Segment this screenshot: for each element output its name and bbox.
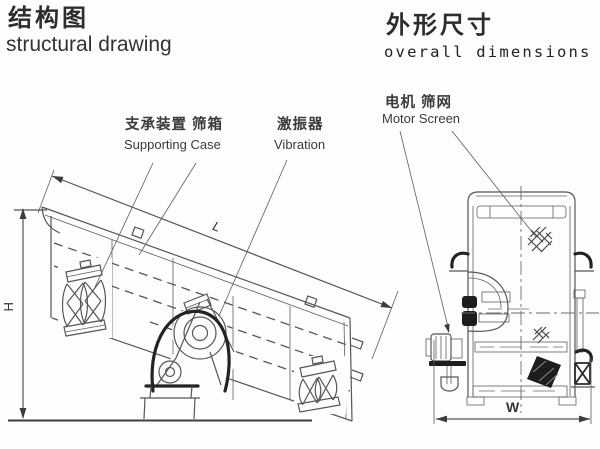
- structural-drawing-view: [8, 159, 399, 422]
- overall-dimensions-view: [399, 130, 599, 424]
- left-title-english: structural drawing: [6, 33, 172, 56]
- motor-front: [425, 333, 466, 392]
- callout-supporting-case-chinese: 支承装置 筛箱: [125, 117, 224, 133]
- callout-leader-lines-right: [399, 130, 537, 333]
- callout-vibrator-english: Vibration: [274, 137, 326, 152]
- h-dimension: [14, 208, 47, 419]
- vibrator-assembly: [140, 293, 238, 420]
- callout-motor-screen-chinese: 电机 筛网: [385, 95, 453, 111]
- callout-supporting-case-english: Supporting Case: [124, 137, 221, 152]
- callout-leader-lines-left: [94, 159, 288, 317]
- dimension-label-h: H: [0, 302, 16, 312]
- support-spring-left: [58, 258, 112, 338]
- dimension-label-w: W: [506, 399, 520, 415]
- right-title-english: overall dimensions: [384, 43, 592, 61]
- right-title-chinese: 外形尺寸: [386, 12, 494, 39]
- left-title-chinese: 结构图: [8, 5, 89, 32]
- w-dimension: [433, 340, 592, 424]
- callout-vibrator-chinese: 激振器: [277, 117, 324, 133]
- support-spring-right: [294, 355, 346, 414]
- machine-front-outline: [449, 186, 599, 413]
- l-dimension: [37, 169, 399, 360]
- callout-motor-screen-english: Motor Screen: [382, 111, 461, 126]
- screen-mesh-hatch: [527, 226, 561, 388]
